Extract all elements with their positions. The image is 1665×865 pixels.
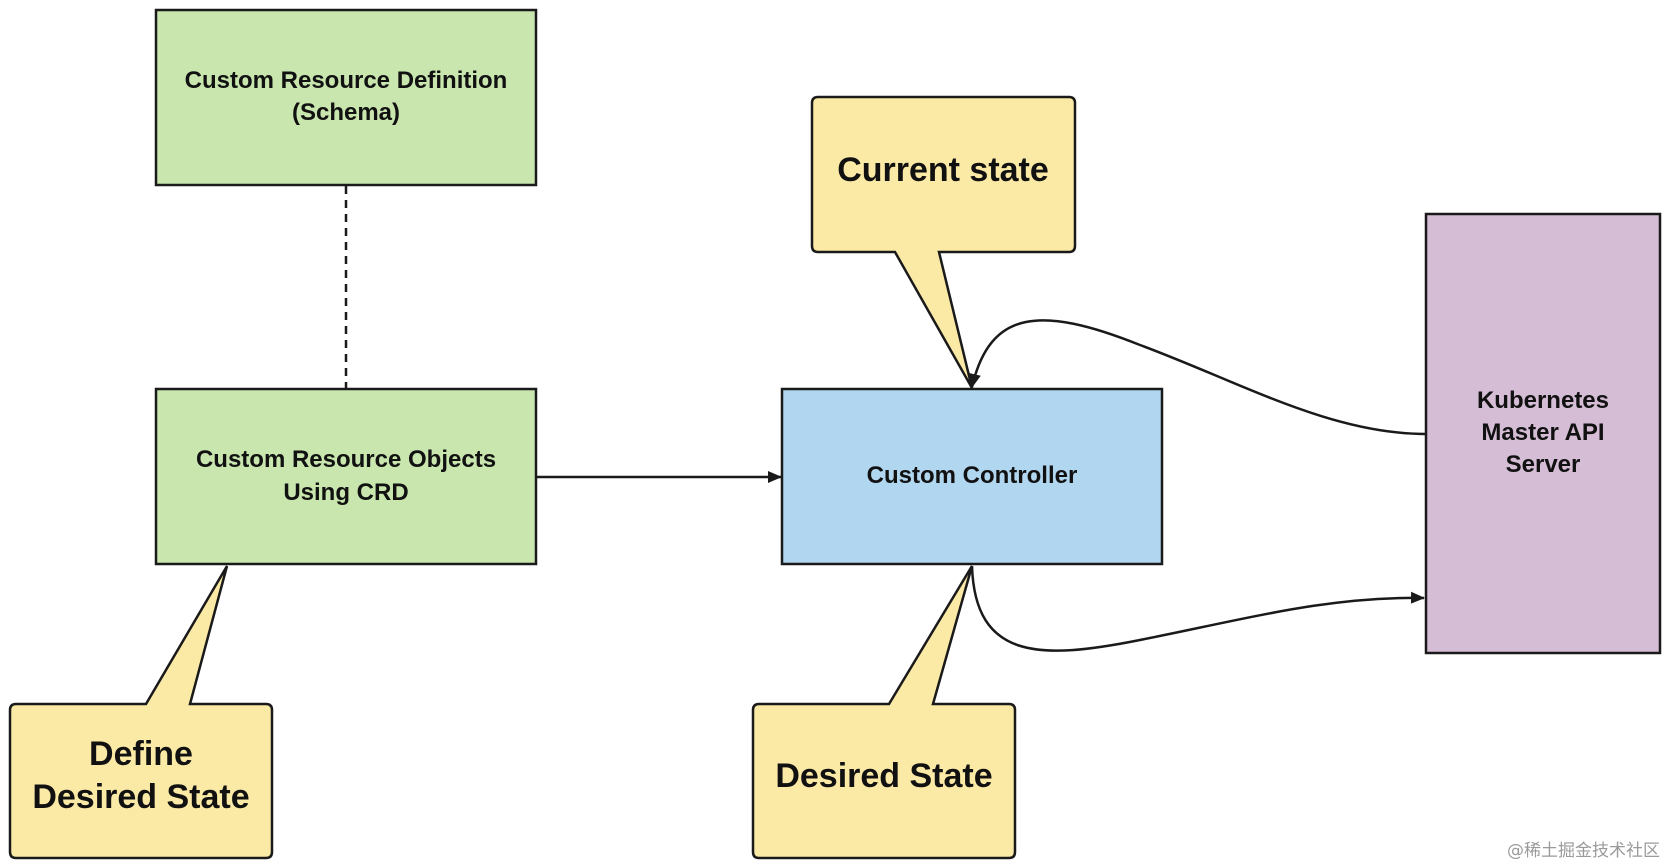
api-server-line1: Kubernetes: [1477, 387, 1609, 414]
crd-box-line2: (Schema): [292, 99, 400, 126]
crd-box-shape: [154, 8, 538, 187]
controller-box-label: Custom Controller: [867, 462, 1078, 489]
watermark-text: @稀土掘金技术社区: [1507, 841, 1660, 861]
callout-desired-state: Desired State: [751, 565, 1017, 860]
objects-box-shape: [154, 387, 538, 566]
crd-box-line1: Custom Resource Definition: [185, 67, 508, 94]
callout-desired-state-shape: [751, 565, 1017, 860]
callout-current-state-label: Current state: [837, 151, 1049, 189]
api-server-box-shape: [1424, 212, 1662, 655]
api-server-line2: Master API: [1481, 419, 1604, 446]
objects-box: Custom Resource Objects Using CRD: [154, 387, 538, 566]
objects-box-line1: Custom Resource Objects: [196, 446, 496, 473]
callout-current-state: Current state: [810, 95, 1077, 389]
callout-define-desired-state-shape: [8, 565, 274, 860]
arrow-controller-to-api: [970, 565, 1425, 652]
controller-box: Custom Controller: [780, 387, 1164, 566]
crd-box: Custom Resource Definition (Schema): [154, 8, 538, 187]
callout-current-state-shape: [810, 95, 1077, 389]
callout-define-line2: Desired State: [32, 778, 249, 816]
arrow-api-to-controller: [969, 319, 1427, 436]
controller-box-shape: [780, 387, 1164, 566]
callout-define-desired-state: Define Desired State: [8, 565, 274, 860]
objects-box-line2: Using CRD: [283, 479, 408, 506]
callout-define-line1: Define: [89, 735, 193, 773]
api-server-line3: Server: [1506, 451, 1581, 478]
callout-desired-state-label: Desired State: [775, 757, 992, 795]
api-server-box: Kubernetes Master API Server: [1424, 212, 1662, 655]
